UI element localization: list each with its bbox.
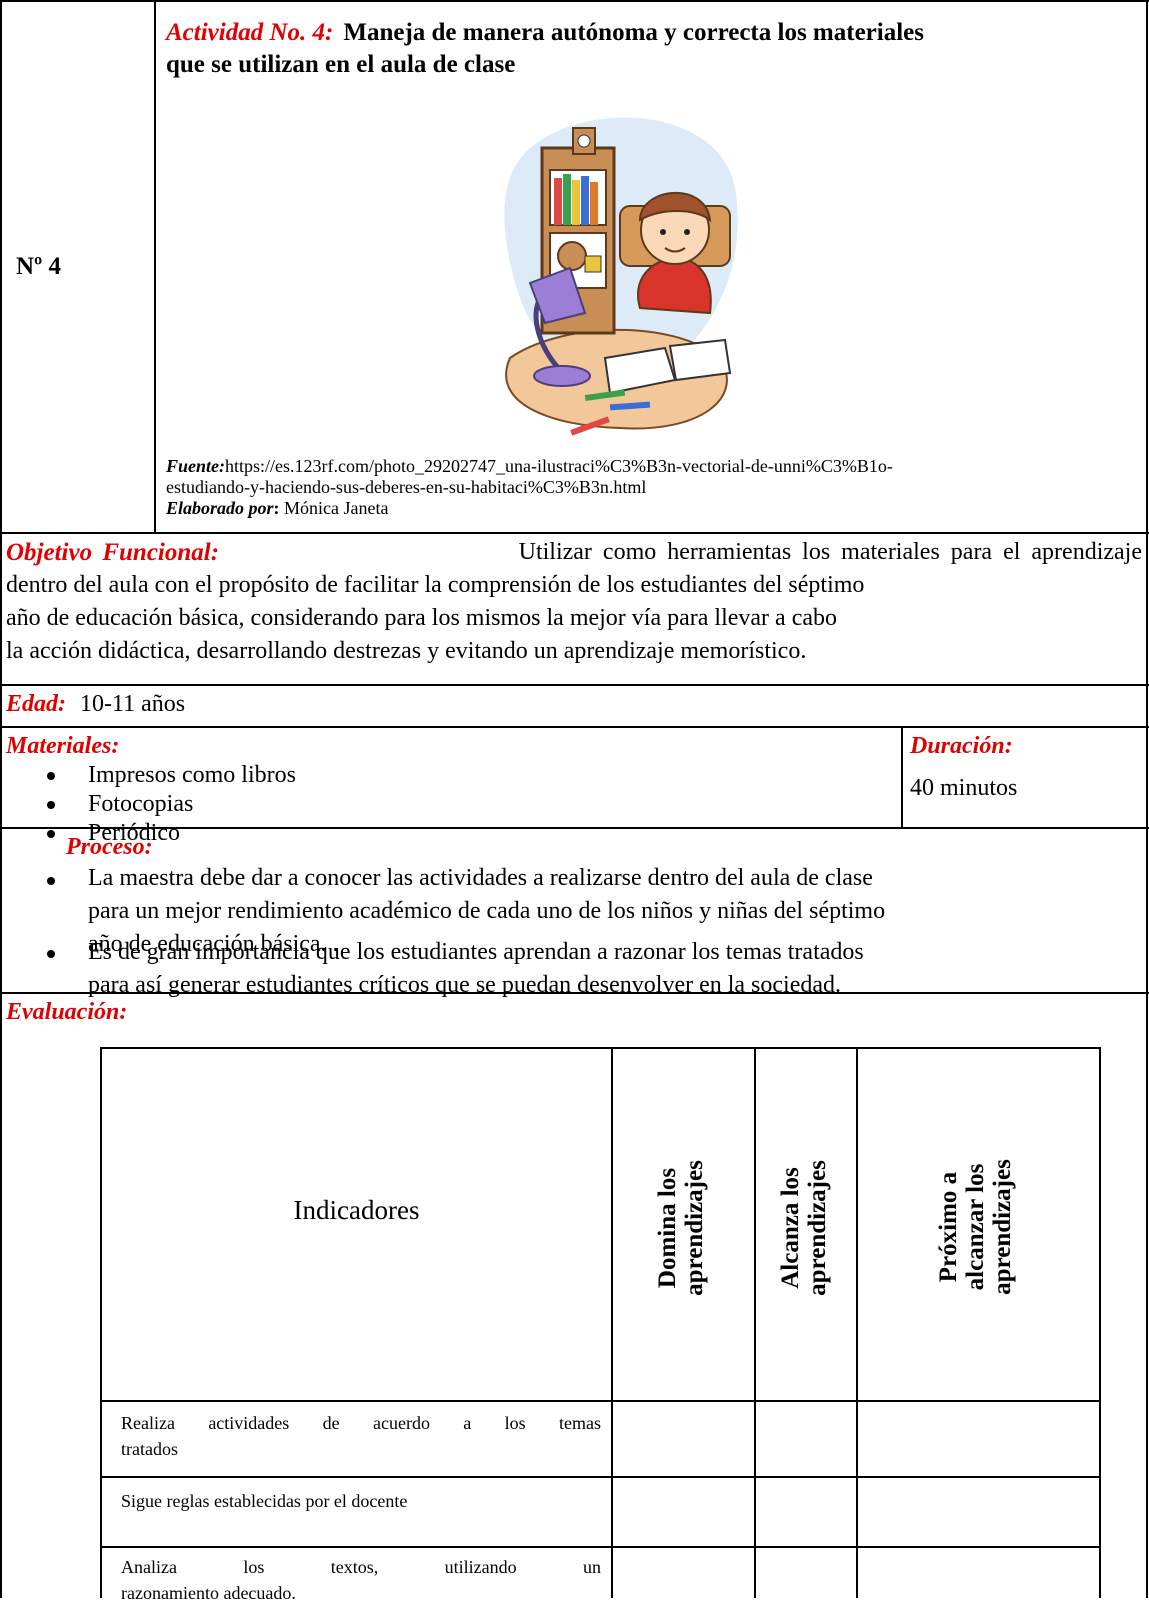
col-header-domina: Domina los aprendizajes [654, 1108, 710, 1348]
author-label: Elaborado por [166, 498, 274, 518]
col-header-domina-line1: Domina los [654, 1167, 681, 1289]
eval-col-div-1 [611, 1047, 613, 1598]
col-header-proximo-line3: aprendizajes [989, 1159, 1016, 1295]
col-header-alcanza-line1: Alcanza los [777, 1167, 804, 1289]
process-item-2-line1: Es de gran importancia que los estudiant… [88, 939, 864, 965]
source-url-line2: estudiando-y-haciendo-sus-deberes-en-su-… [166, 477, 647, 497]
row-divider-materials [0, 827, 1149, 829]
material-item: Fotocopias [88, 791, 194, 817]
row-divider-age [0, 726, 1149, 728]
objective-line3: año de educación básica, considerando pa… [6, 605, 837, 631]
bullet-icon [47, 950, 55, 958]
objective-line4: la acción didáctica, desarrollando destr… [6, 638, 807, 664]
table-row: Analiza los textos, utilizando un razona… [121, 1554, 601, 1606]
material-item: Impresos como libros [88, 762, 296, 788]
source-label: Fuente: [166, 456, 226, 476]
col-header-alcanza: Alcanza los aprendizajes [777, 1108, 833, 1348]
col-header-domina-line2: aprendizajes [681, 1160, 708, 1296]
row-divider-header [0, 532, 1149, 534]
eval-table-header-bottom [100, 1400, 1101, 1402]
source-citation: Fuente:https://es.123rf.com/photo_292027… [166, 456, 1141, 519]
bullet-icon [47, 801, 55, 809]
duration-label: Duración: [910, 733, 1013, 759]
boy-studying-illustration [504, 117, 738, 436]
eval-col-div-3 [856, 1047, 858, 1598]
activity-title-line1: Maneja de manera autónoma y correcta los… [343, 19, 924, 46]
table-row: Sigue reglas establecidas por el docente [121, 1488, 601, 1514]
materials-label: Materiales: [6, 733, 120, 759]
row-indicator-line2: tratados [121, 1439, 178, 1459]
process-label: Proceso: [66, 834, 153, 860]
col-header-alcanza-line2: aprendizajes [804, 1160, 831, 1296]
source-url-line1: https://es.123rf.com/photo_29202747_una-… [225, 456, 893, 476]
objective-line1: Utilizar como herramientas los materiale… [518, 539, 1142, 565]
col-header-proximo-line1: Próximo a [935, 1171, 962, 1283]
eval-table-right [1099, 1047, 1101, 1598]
header-divider-vertical [154, 0, 156, 533]
age-value: 10-11 años [80, 691, 186, 717]
activity-number: Nº 4 [16, 253, 62, 280]
eval-table-top [100, 1047, 1101, 1049]
age-label: Edad: [6, 691, 66, 717]
activity-title: Actividad No. 4: Maneja de manera autóno… [166, 16, 1136, 50]
bullet-icon [47, 877, 55, 885]
objective-line2: dentro del aula con el propósito de faci… [6, 572, 865, 598]
author-name: Mónica Janeta [284, 498, 389, 518]
materials-duration-divider [901, 727, 903, 829]
row-divider-objective [0, 684, 1149, 686]
objective-label: Objetivo Funcional: [6, 539, 220, 566]
col-header-proximo-line2: alcanzar los [962, 1163, 989, 1291]
outer-border-right [1146, 0, 1148, 1598]
bullet-icon [47, 772, 55, 780]
col-header-proximo: Próximo a alcanzar los aprendizajes [935, 1107, 1019, 1347]
author-colon: : [273, 498, 280, 518]
outer-border-top [0, 0, 1149, 2]
source-line1: Fuente:https://es.123rf.com/photo_292027… [166, 456, 1141, 477]
outer-border-left [0, 0, 2, 1598]
evaluation-label: Evaluación: [6, 999, 128, 1025]
bullet-icon [47, 830, 55, 838]
row-indicator-line1: Sigue reglas establecidas por el docente [121, 1491, 408, 1511]
col-header-indicadores: Indicadores [293, 1195, 420, 1225]
eval-table-row2-bottom [100, 1546, 1101, 1548]
author-line: Elaborado por: Mónica Janeta [166, 498, 1141, 519]
process-item-2: Es de gran importancia que los estudiant… [88, 936, 1142, 1002]
process-item-1: La maestra debe dar a conocer las activi… [88, 862, 1142, 961]
activity-title-line2: que se utilizan en el aula de clase [166, 51, 516, 78]
eval-col-div-2 [754, 1047, 756, 1598]
objective-block: Objetivo Funcional: Utilizar como herram… [6, 536, 1142, 668]
process-item-1-line2: para un mejor rendimiento académico de c… [88, 898, 886, 924]
process-item-1-line3: año de educación básica. . [88, 931, 339, 957]
table-row: Realiza actividades de acuerdo a los tem… [121, 1410, 601, 1462]
row-indicator-line1: Analiza los textos, utilizando un [121, 1557, 601, 1577]
age-row: Edad: 10-11 años [6, 688, 185, 721]
row-divider-process [0, 992, 1149, 994]
activity-label: Actividad No. 4: [166, 19, 334, 46]
process-item-2-line2: para así generar estudiantes críticos qu… [88, 972, 842, 998]
row-indicator-line2: razonamiento adecuado. [121, 1583, 296, 1603]
duration-value: 40 minutos [910, 775, 1018, 801]
row-indicator-line1: Realiza actividades de acuerdo a los tem… [121, 1413, 601, 1433]
eval-table-row1-bottom [100, 1476, 1101, 1478]
process-item-1-line1: La maestra debe dar a conocer las activi… [88, 865, 873, 891]
material-item: Periódico [88, 820, 180, 846]
eval-table-left [100, 1047, 102, 1598]
